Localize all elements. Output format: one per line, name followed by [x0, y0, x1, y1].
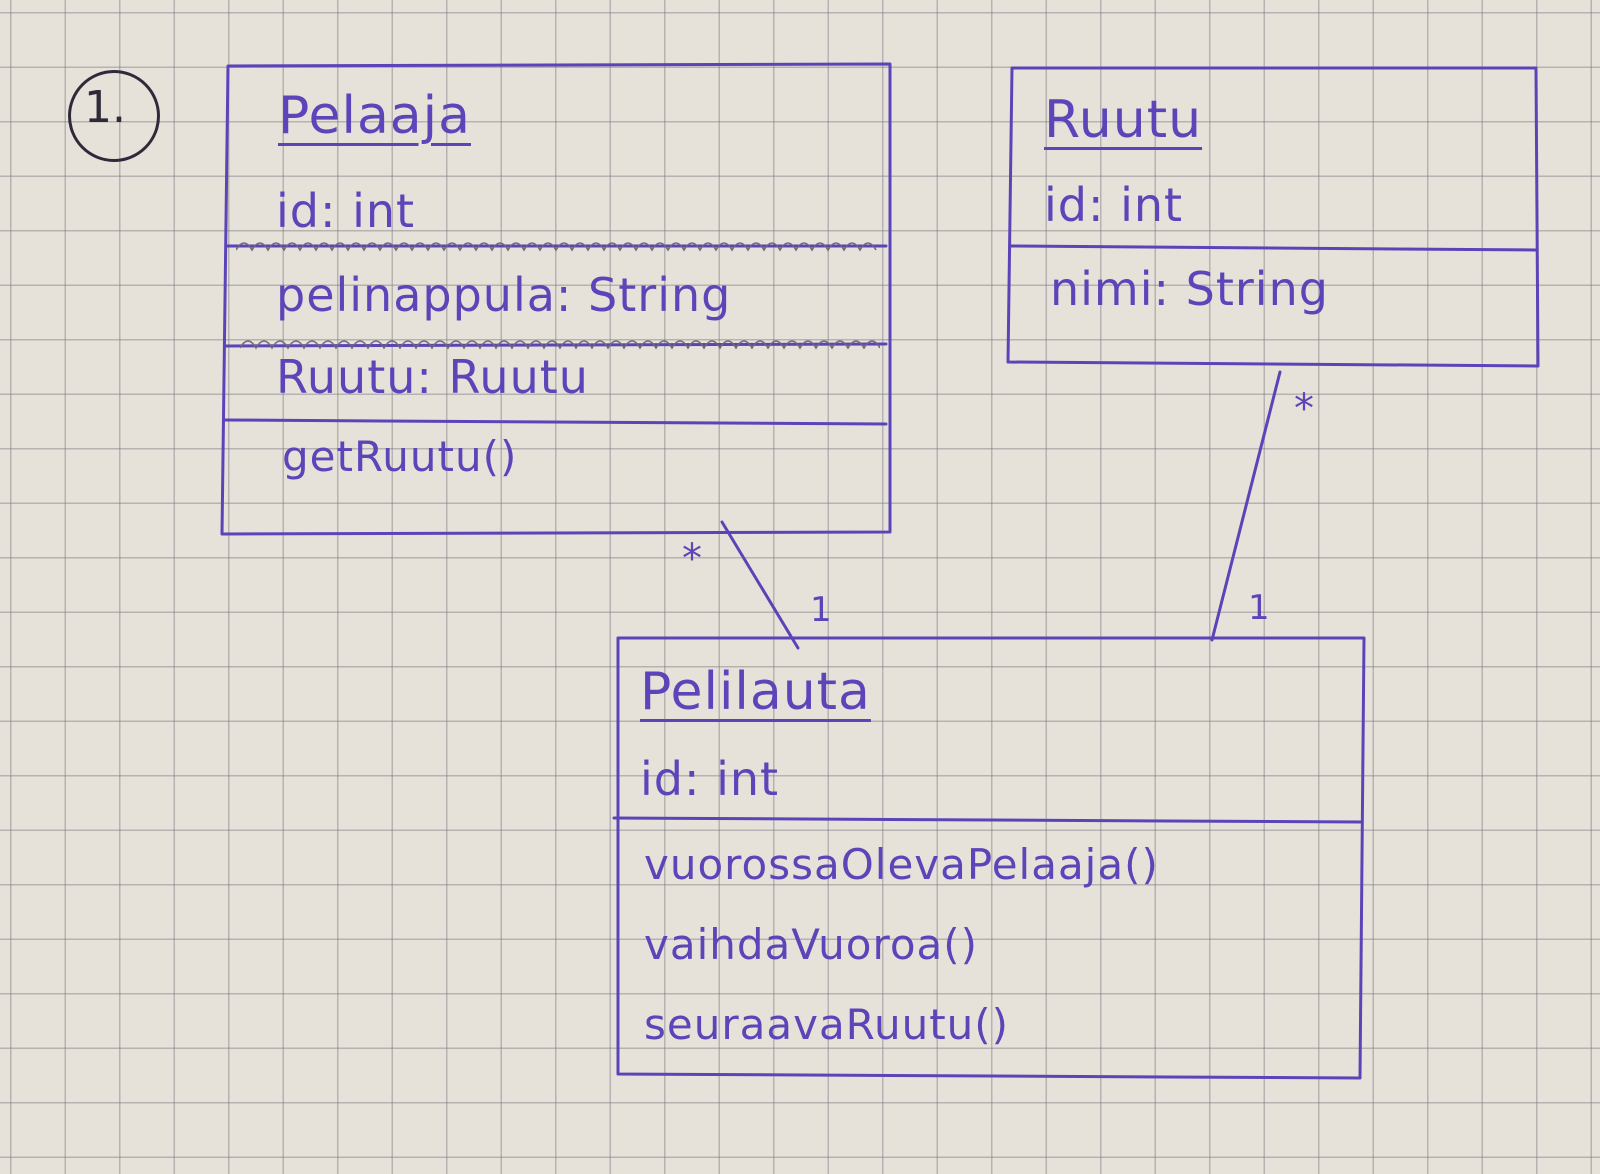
pelilauta-separator-1 [612, 816, 1364, 824]
pelaaja-attribute-pelinappula: pelinappula: String [276, 268, 732, 322]
multiplicity-ruutu-side: * [1294, 386, 1315, 432]
multiplicity-pelaaja-side: * [682, 536, 703, 582]
pelilauta-method-vaihdavuoroa: vaihdaVuoroa() [644, 920, 979, 969]
pelilauta-class-name: Pelilauta [640, 662, 871, 722]
pelaaja-attribute-id: id: int [276, 184, 416, 238]
exercise-number: 1. [84, 82, 126, 133]
pelaaja-attribute-ruutu: Ruutu: Ruutu [276, 350, 589, 404]
pelaaja-separator-2 [224, 342, 888, 348]
pelaaja-separator-3 [222, 418, 888, 426]
pelilauta-attribute-id: id: int [640, 752, 780, 806]
pelilauta-method-seuraavaruutu: seuraavaRuutu() [644, 1000, 1010, 1049]
multiplicity-pelilauta-side-left: 1 [810, 590, 833, 630]
pelaaja-class-box [220, 62, 892, 536]
ruutu-class-box [1006, 66, 1540, 368]
pelilauta-method-vuorossaolevapelaaja: vuorossaOlevaPelaaja() [644, 840, 1159, 889]
multiplicity-pelilauta-side-right: 1 [1248, 588, 1271, 628]
scribble-strike-1 [236, 242, 877, 252]
pelaaja-class-name: Pelaaja [278, 86, 471, 146]
ruutu-attribute-id: id: int [1044, 178, 1184, 232]
pelaaja-method-getruutu: getRuutu() [282, 432, 518, 481]
exercise-number-circle [68, 70, 160, 162]
pelilauta-class-box [616, 636, 1366, 1080]
ruutu-class-name: Ruutu [1044, 90, 1203, 150]
association-ruutu-pelilauta [1210, 370, 1282, 642]
scribble-strike-2 [240, 340, 880, 350]
association-pelaaja-pelilauta [720, 520, 800, 650]
ruutu-attribute-nimi: nimi: String [1050, 262, 1329, 316]
ruutu-separator-1 [1008, 244, 1538, 252]
